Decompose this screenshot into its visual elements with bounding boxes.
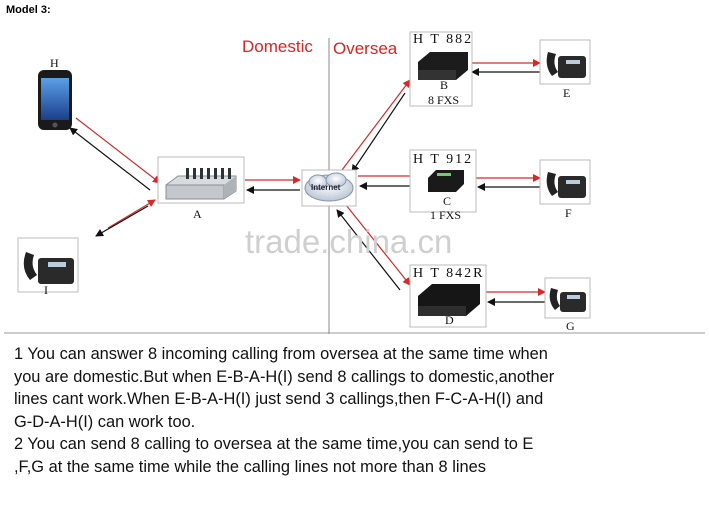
endpoint-i-label: I xyxy=(44,283,48,297)
description-line: 1 You can answer 8 incoming calling from… xyxy=(14,345,548,363)
description-line: lines cant work.When E-B-A-H(I) just sen… xyxy=(14,390,544,409)
gateway-a-label: A xyxy=(193,207,202,221)
oversea-label: Oversea xyxy=(333,39,398,58)
ht912-letter: C xyxy=(443,194,452,208)
desk-phone-f-icon xyxy=(539,159,591,205)
link-d-to-internet xyxy=(336,209,401,291)
ht842r-title: H T 842R xyxy=(413,266,485,281)
endpoint-h-label: H xyxy=(50,56,59,70)
desk-phone-i-icon xyxy=(17,237,79,293)
gateway-a-icon xyxy=(157,156,245,204)
link-internet-to-b xyxy=(341,79,411,171)
description-line: 2 You can send 8 calling to oversea at t… xyxy=(14,435,534,454)
ht882-letter: B xyxy=(440,78,449,92)
ht912-title: H T 912 xyxy=(413,152,474,167)
endpoint-f-label: F xyxy=(565,206,572,220)
ht882-ports: 8 FXS xyxy=(428,93,460,107)
desk-phone-e-icon xyxy=(539,39,591,85)
domestic-label: Domestic xyxy=(242,37,313,56)
internet-label: Internet xyxy=(311,183,341,192)
ht842r-device-icon xyxy=(409,264,487,328)
ht882-device-icon xyxy=(409,31,473,107)
link-internet-to-d xyxy=(345,204,411,286)
desk-phone-g-icon xyxy=(544,277,591,319)
internet-cloud-icon xyxy=(301,169,357,207)
link-b-to-internet xyxy=(351,92,406,173)
ht912-device-icon xyxy=(409,149,477,213)
ht882-title: H T 882 xyxy=(413,32,474,47)
smartphone-icon xyxy=(38,70,72,130)
ht842r-letter: D xyxy=(445,313,454,327)
endpoint-e-label: E xyxy=(563,86,571,100)
description-line: you are domestic.But when E-B-A-H(I) sen… xyxy=(14,367,555,386)
link-h-to-a xyxy=(75,117,161,184)
link-a-to-i xyxy=(95,205,149,237)
description-line: ,F,G at the same time while the calling … xyxy=(14,457,486,476)
model-label: Model 3: xyxy=(6,4,51,16)
link-a-to-h xyxy=(69,127,151,191)
description-line: G-D-A-H(I) can work too. xyxy=(14,412,196,431)
endpoint-g-label: G xyxy=(566,319,575,333)
description-text: 1 You can answer 8 incoming calling from… xyxy=(14,343,704,479)
link-i-to-a xyxy=(107,199,156,229)
watermark: trade.china.cn xyxy=(245,223,453,260)
ht912-ports: 1 FXS xyxy=(430,208,462,222)
